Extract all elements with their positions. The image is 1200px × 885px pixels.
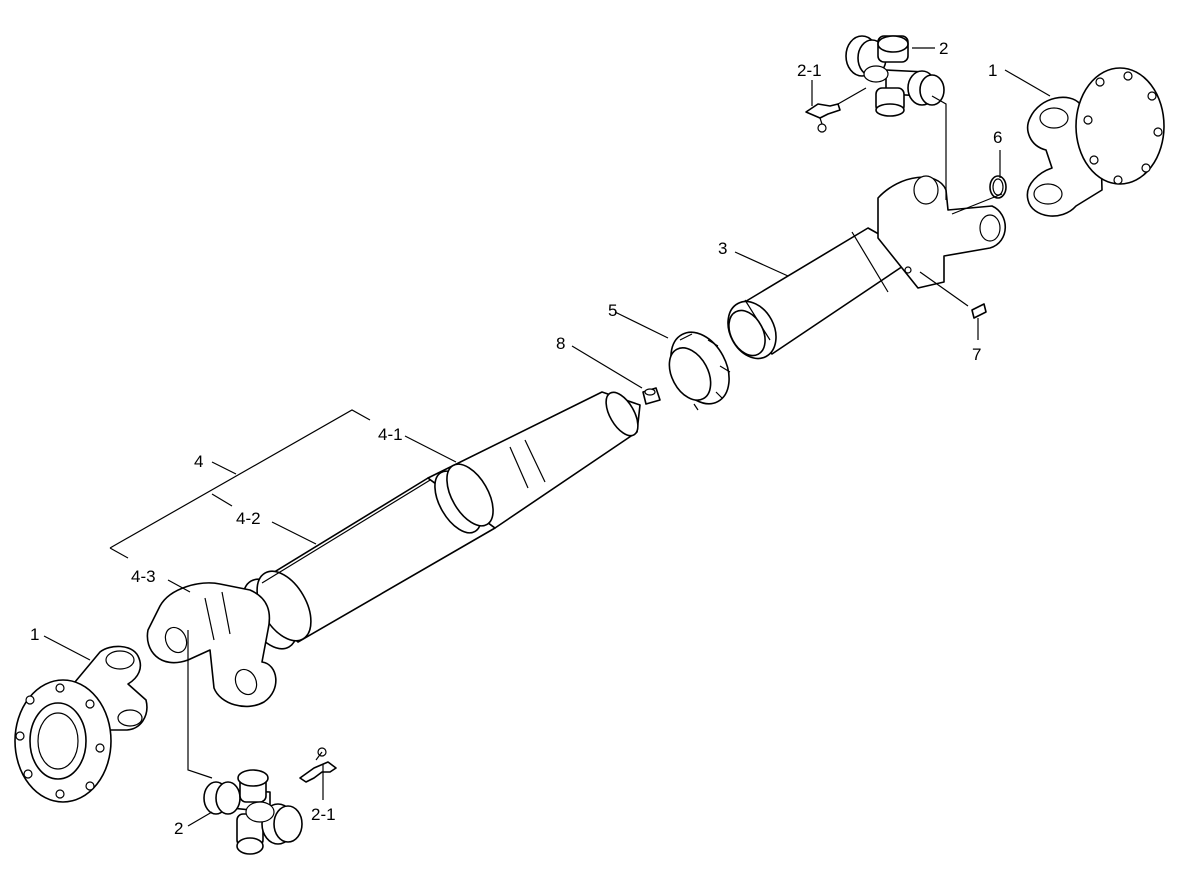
callout-2-1-upper: 2-1	[797, 61, 822, 80]
flange-yoke-part-1-right	[1026, 67, 1165, 217]
slip-nut-part-5	[668, 331, 731, 411]
callout-4: 4	[194, 452, 203, 471]
screw-part-7	[971, 303, 987, 319]
callout-6: 6	[993, 128, 1002, 147]
universal-joint-part-2-upper	[845, 35, 945, 117]
callout-3: 3	[718, 239, 727, 258]
shaft-slip-yoke-part-4-1	[427, 391, 641, 534]
callout-5: 5	[608, 301, 617, 320]
slip-sleeve-part-3	[727, 175, 1006, 360]
grease-fitting-part-2-1-upper	[805, 103, 841, 133]
callout-4-1: 4-1	[378, 425, 403, 444]
snap-ring-part-6	[989, 175, 1007, 199]
callout-7: 7	[972, 345, 981, 364]
tube-yoke-part-4-3	[146, 582, 277, 708]
grease-nipple-part-8	[642, 387, 661, 405]
callout-4-2: 4-2	[236, 509, 261, 528]
universal-joint-part-2-lower	[203, 769, 303, 855]
callout-labels: 1 1 2 2 2-1 2-1 3 4 4-1 4-2 4-3 5 6 7 8	[30, 39, 1002, 838]
callout-2-upper: 2	[939, 39, 948, 58]
leader-lines	[43, 47, 1051, 827]
callout-2-lower: 2	[174, 819, 183, 838]
callout-1-right: 1	[988, 61, 997, 80]
callout-4-3: 4-3	[131, 567, 156, 586]
grease-fitting-part-2-1-lower	[299, 747, 337, 783]
callout-8: 8	[556, 334, 565, 353]
flange-yoke-part-1-left	[14, 645, 148, 803]
callout-1-left: 1	[30, 625, 39, 644]
callout-2-1-lower: 2-1	[311, 805, 336, 824]
